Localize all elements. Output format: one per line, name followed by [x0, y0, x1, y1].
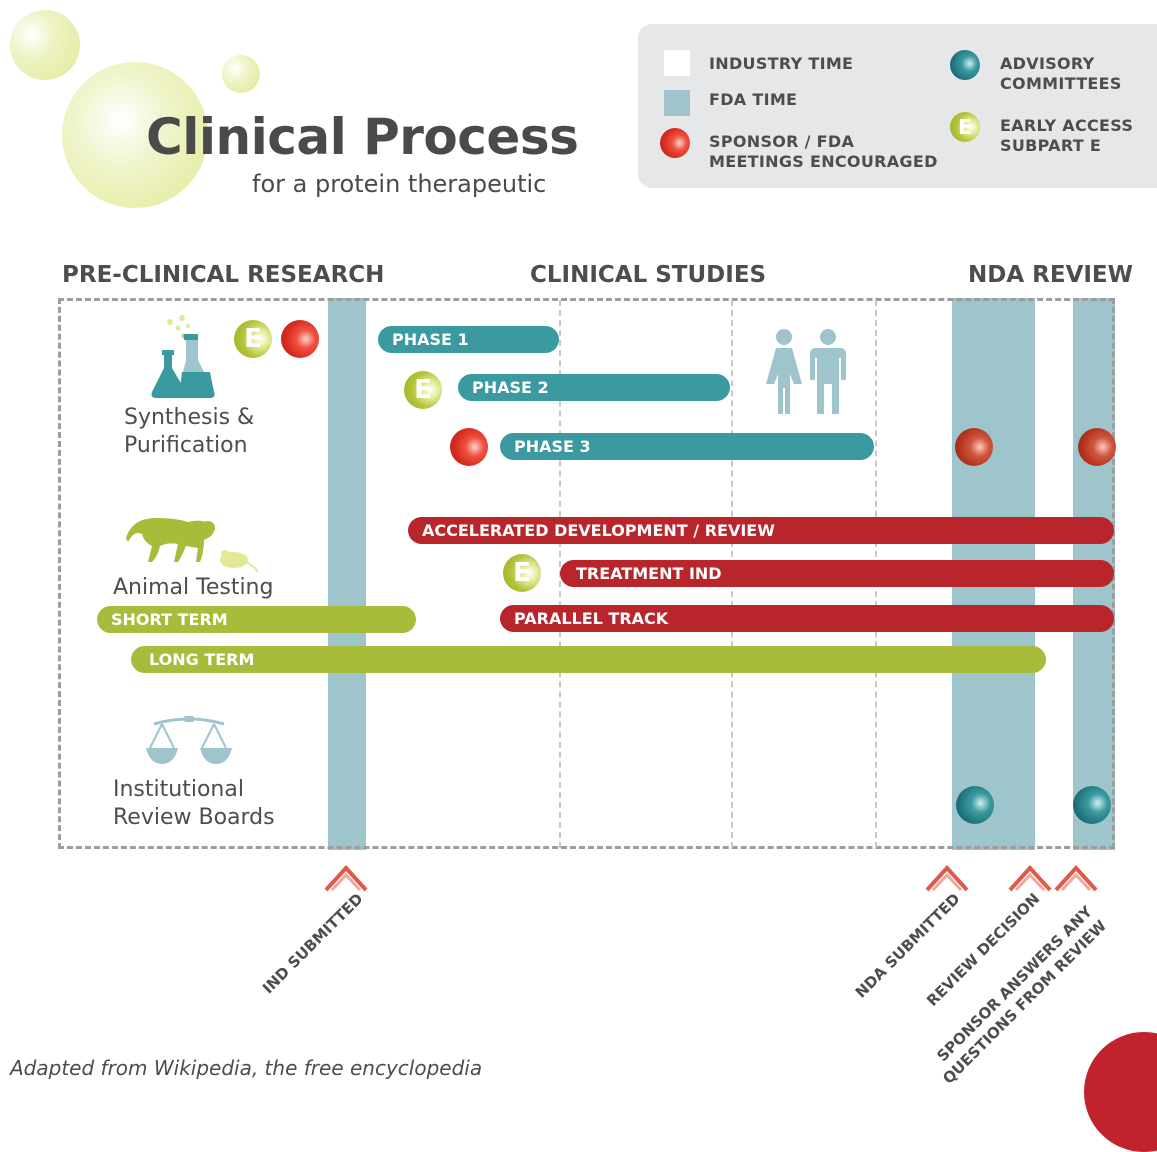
- industry-time-swatch: [664, 50, 690, 76]
- early-access-letter: E: [513, 558, 531, 588]
- section-clinical: CLINICAL STUDIES: [530, 262, 767, 288]
- early-access-letter: E: [958, 115, 972, 139]
- flask-icon: [151, 315, 215, 398]
- early-access-icon: E: [404, 371, 442, 409]
- milestone-caret: [1054, 865, 1098, 892]
- sponsor-meeting-icon: [281, 320, 319, 358]
- advisory-committee-icon: [950, 50, 980, 80]
- fda-time-swatch: [664, 90, 690, 116]
- milestone-caret: [925, 865, 969, 892]
- monkey-mouse-icon: [126, 518, 258, 573]
- phase-1-bar: PHASE 1: [378, 326, 559, 353]
- sponsor-meeting-icon: [1078, 428, 1116, 466]
- legend-panel: INDUSTRY TIME FDA TIME SPONSOR / FDA MEE…: [638, 24, 1157, 188]
- treatment-ind-bar: TREATMENT IND: [560, 560, 1114, 587]
- category-animal-testing: Animal Testing: [113, 575, 274, 600]
- early-access-letter: E: [244, 324, 262, 354]
- milestone-caret: [324, 865, 368, 892]
- short-term-bar: SHORT TERM: [97, 606, 416, 633]
- sponsor-meeting-icon: [955, 428, 993, 466]
- milestone-sponsor-answers: SPONSOR ANSWERS ANY QUESTIONS FROM REVIE…: [933, 902, 1111, 1088]
- page-subtitle: for a protein therapeutic: [252, 170, 547, 198]
- early-access-icon: E: [950, 112, 980, 142]
- milestone-ind-submitted: IND SUBMITTED: [258, 889, 367, 998]
- section-nda-review: NDA REVIEW: [968, 262, 1134, 288]
- legend-advisory-committees: ADVISORY COMMITTEES: [1000, 54, 1122, 93]
- early-access-letter: E: [414, 375, 432, 405]
- decorative-bubble-tiny: [222, 55, 260, 93]
- early-access-icon: E: [503, 554, 541, 592]
- source-credit: Adapted from Wikipedia, the free encyclo…: [10, 1056, 483, 1080]
- phase-3-bar: PHASE 3: [500, 433, 874, 460]
- sponsor-meeting-icon: [450, 428, 488, 466]
- early-access-icon: E: [234, 320, 272, 358]
- brand-logo: [1084, 1032, 1157, 1152]
- decorative-bubble-small-top: [10, 10, 80, 80]
- milestone-caret: [1008, 865, 1052, 892]
- legend-fda-time: FDA TIME: [709, 90, 798, 109]
- category-synthesis: Synthesis & Purification: [124, 405, 255, 458]
- legend-early-access: EARLY ACCESS SUBPART E: [1000, 116, 1134, 155]
- category-irb: Institutional Review Boards: [113, 777, 275, 830]
- scales-icon: [146, 716, 232, 764]
- fda-time-ind-column: [328, 298, 366, 850]
- people-icon: [766, 329, 846, 414]
- sponsor-meeting-icon: [660, 128, 690, 158]
- advisory-committee-icon: [956, 786, 994, 824]
- parallel-track-bar: PARALLEL TRACK: [500, 605, 1114, 632]
- section-preclinical: PRE-CLINICAL RESEARCH: [62, 262, 385, 288]
- legend-industry-time: INDUSTRY TIME: [709, 54, 854, 73]
- long-term-bar: LONG TERM: [131, 646, 1046, 673]
- decorative-bubble-large: [62, 62, 208, 208]
- legend-sponsor-meetings: SPONSOR / FDA MEETINGS ENCOURAGED: [709, 132, 938, 171]
- phase-2-bar: PHASE 2: [458, 374, 730, 401]
- page-title: Clinical Process: [146, 108, 579, 166]
- advisory-committee-icon: [1073, 786, 1111, 824]
- accelerated-development-bar: ACCELERATED DEVELOPMENT / REVIEW: [408, 517, 1114, 544]
